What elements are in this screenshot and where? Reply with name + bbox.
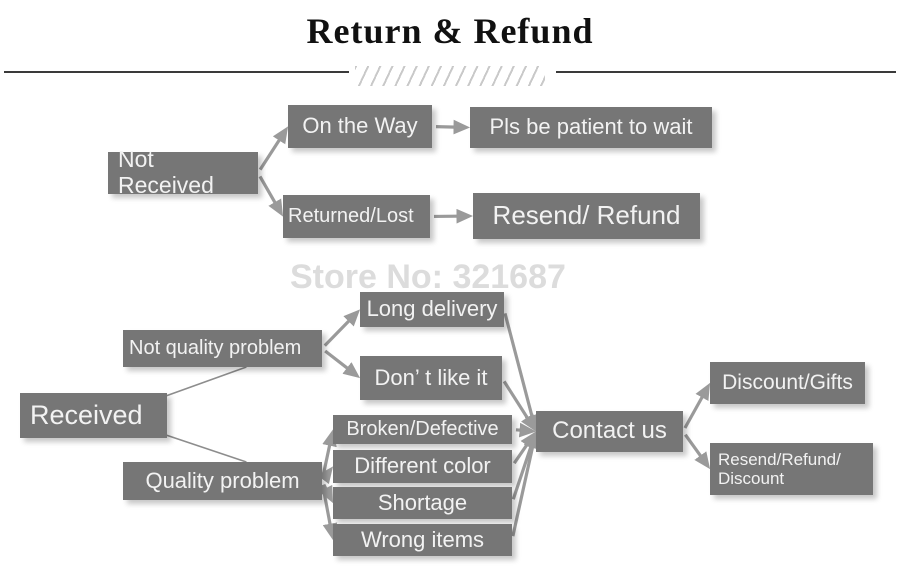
flow-node-label: Resend/ Refund <box>492 200 681 231</box>
divider-rule-left <box>4 71 349 73</box>
connector-broken-defective-to-contact-us <box>515 422 537 438</box>
connector-not-received-to-returned-lost <box>258 175 284 217</box>
flow-node-received: Received <box>20 393 167 438</box>
flow-node-not-quality-problem: Not quality problem <box>123 330 322 367</box>
flow-node-label: Not quality problem <box>129 337 302 360</box>
flow-node-label: Don’ t like it <box>374 364 488 390</box>
connector-not-quality-problem-to-long-delivery <box>323 309 361 347</box>
connector-contact-us-to-resend-refund-discount <box>684 433 711 470</box>
connector-not-quality-problem-to-dont-like-it <box>324 349 361 379</box>
flow-node-label: Shortage <box>377 489 468 515</box>
flow-node-label: Received <box>30 400 143 431</box>
page-title: Return & Refund <box>306 11 594 51</box>
flow-node-quality-problem: Quality problem <box>123 462 322 500</box>
flow-node-label: Resend/Refund/Discount <box>718 449 841 488</box>
flow-node-broken-defective: Broken/Defective <box>333 415 512 444</box>
connector-received-to-not-quality-problem <box>162 366 247 398</box>
connector-on-the-way-to-pls-be-patient <box>435 119 471 135</box>
flow-node-not-received: Not Received <box>108 146 258 198</box>
flow-node-wrong-items: Wrong items <box>333 524 512 556</box>
divider-rule-right <box>556 71 896 73</box>
store-number-watermark: Store No: 321687 <box>290 258 566 296</box>
flow-node-label: Quality problem <box>145 467 300 493</box>
flow-node-shortage: Shortage <box>333 487 512 519</box>
flow-node-label: Broken/Defective <box>346 418 499 441</box>
flow-node-on-the-way: On the Way <box>288 105 432 148</box>
flow-node-label: Discount/Gifts <box>722 371 853 395</box>
flow-node-label: Pls be patient to wait <box>489 114 693 140</box>
flow-node-long-delivery: Long delivery <box>360 292 504 327</box>
connector-quality-problem-to-broken-defective <box>321 429 337 478</box>
flow-node-returned-lost: Returned/Lost <box>283 195 430 238</box>
connector-quality-problem-to-different-color <box>317 466 334 485</box>
connector-quality-problem-to-wrong-items <box>321 484 338 541</box>
flow-node-label: Contact us <box>552 417 667 445</box>
connector-received-to-quality-problem <box>162 433 247 463</box>
flow-node-contact-us: Contact us <box>536 411 683 452</box>
connector-dont-like-it-to-contact-us <box>502 380 537 432</box>
connector-wrong-items-to-contact-us <box>511 431 540 537</box>
flow-node-different-color: Different color <box>333 450 512 483</box>
connector-long-delivery-to-contact-us <box>503 312 539 432</box>
flow-node-label: Returned/Lost <box>288 205 414 228</box>
header-divider <box>0 66 900 88</box>
flow-node-label: Long delivery <box>366 296 498 322</box>
connector-not-received-to-on-the-way <box>258 126 289 171</box>
flow-node-discount-gifts: Discount/Gifts <box>710 362 865 404</box>
flow-node-dont-like-it: Don’ t like it <box>360 356 502 400</box>
flow-node-resend-refund-discount: Resend/Refund/Discount <box>710 443 873 495</box>
flow-node-resend-refund: Resend/ Refund <box>473 193 700 239</box>
flow-node-label: Not Received <box>118 146 214 198</box>
flow-node-pls-be-patient: Pls be patient to wait <box>470 107 712 148</box>
connector-quality-problem-to-shortage <box>319 483 334 504</box>
flow-node-label: On the Way <box>302 113 418 139</box>
connector-contact-us-to-discount-gifts <box>683 382 711 429</box>
flow-node-label: Wrong items <box>360 526 485 552</box>
flow-node-label: Different color <box>354 453 491 479</box>
diagonal-hatch-ornament-icon <box>355 66 545 86</box>
